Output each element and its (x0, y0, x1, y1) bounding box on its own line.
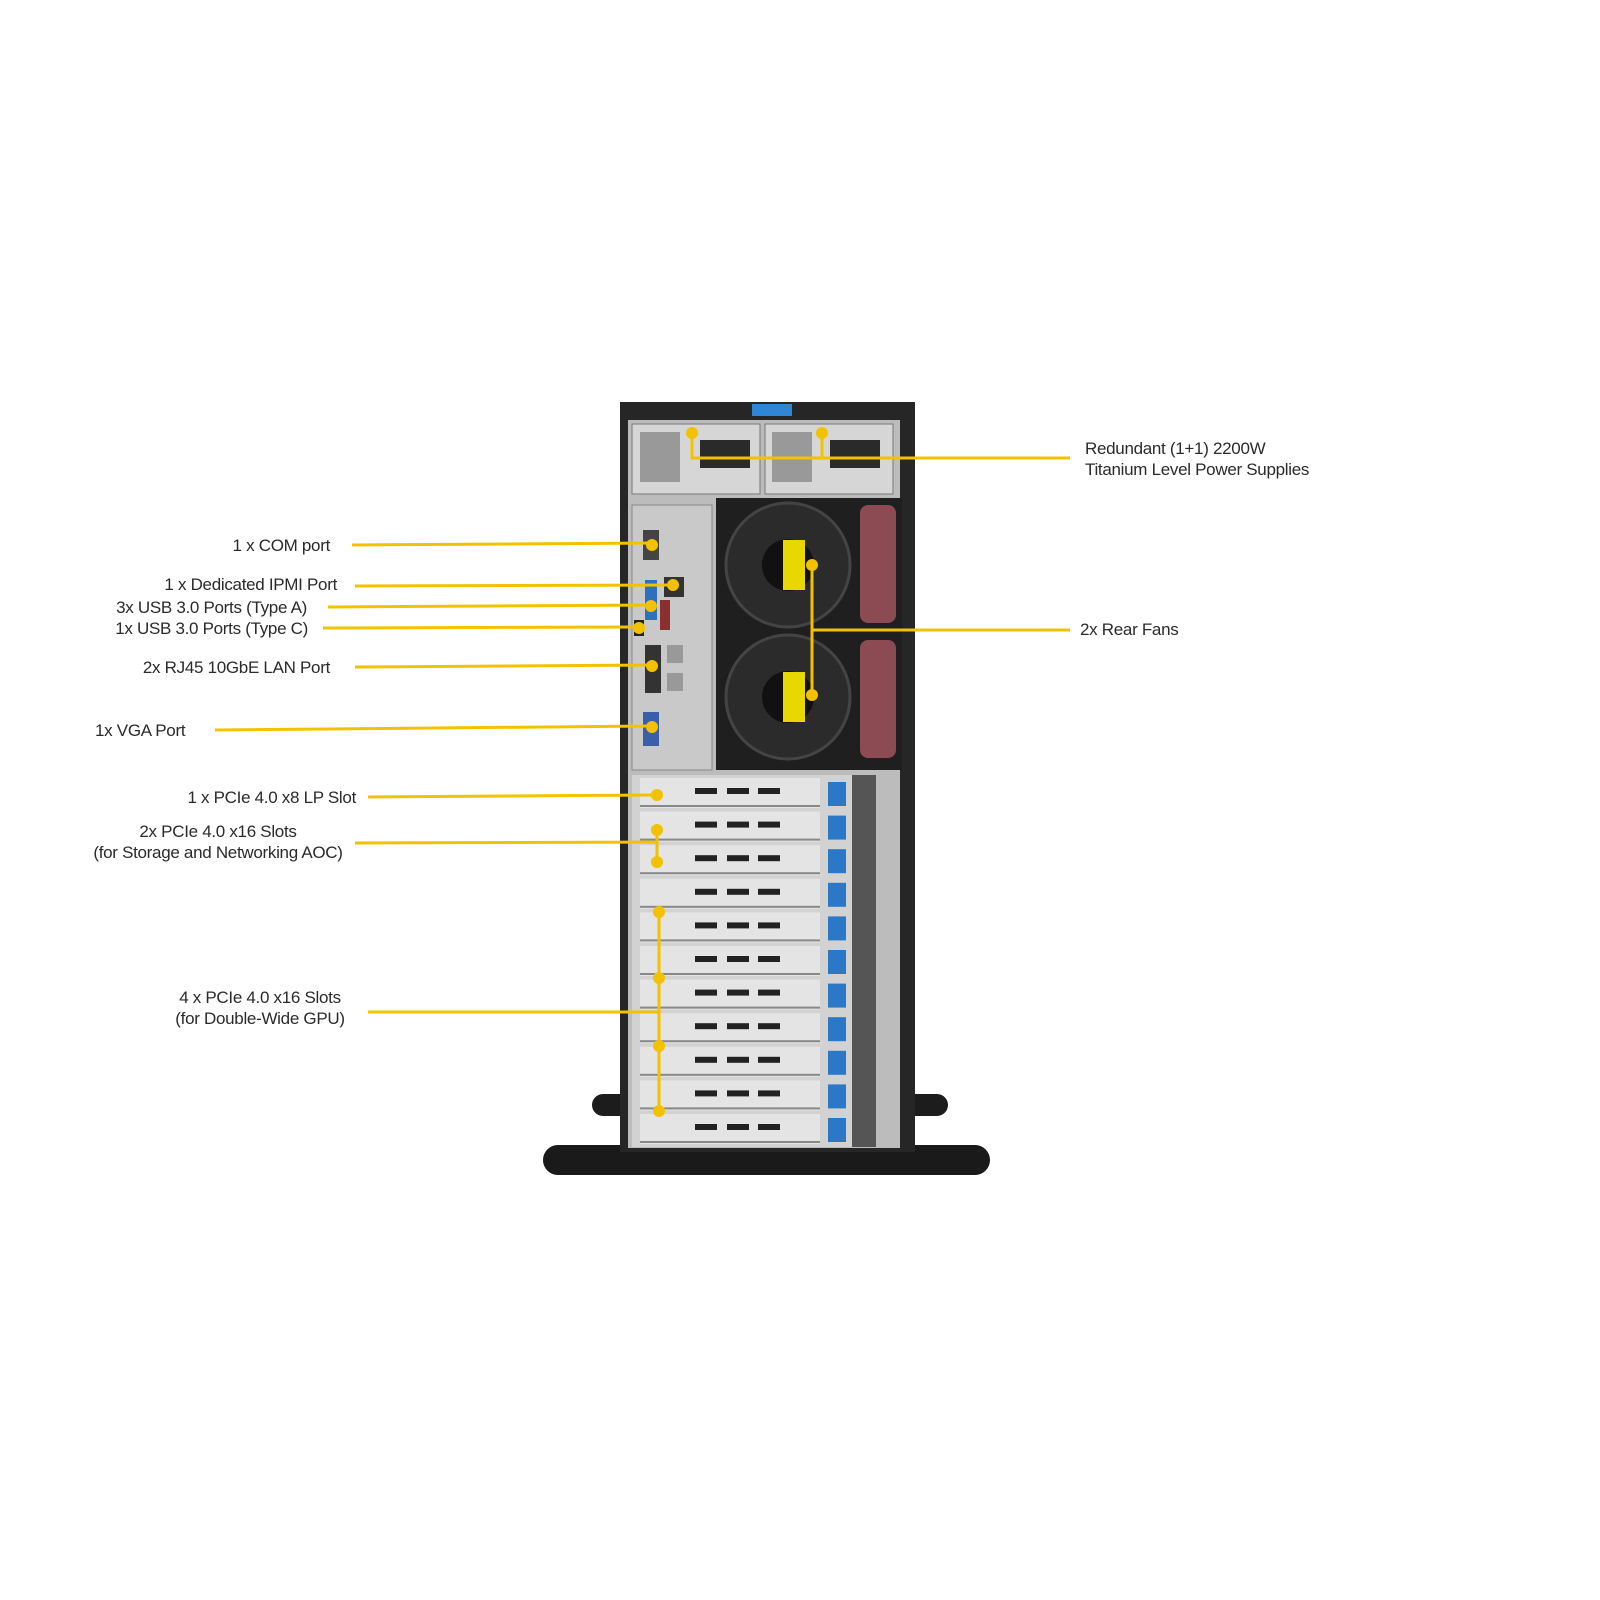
psu-callout-line (690, 433, 1070, 460)
slot-latch (828, 1050, 846, 1075)
ipmi-label: 1 x Dedicated IPMI Port (164, 575, 337, 594)
pcie-gpu-label-line2: (for Double-Wide GPU) (175, 1009, 345, 1028)
lan-callout-line (354, 663, 653, 669)
base-foot (543, 1145, 990, 1175)
usb-a-callout-line (327, 603, 652, 609)
slot-latch (828, 782, 846, 806)
pcie-slots (632, 775, 852, 1147)
slot-latch (828, 849, 846, 874)
slot-latch (828, 950, 846, 974)
vga-label: 1x VGA Port (95, 721, 186, 740)
slot-latch (828, 983, 846, 1008)
slot-latch (828, 1084, 846, 1109)
pcie-x8-callout-line (367, 793, 658, 799)
usb-c-label: 1x USB 3.0 Ports (Type C) (115, 619, 308, 638)
psu-label: Redundant (1+1) 2200W Titanium Level Pow… (1085, 438, 1309, 480)
fans-label: 2x Rear Fans (1080, 620, 1179, 639)
pcie-x8-label: 1 x PCIe 4.0 x8 LP Slot (187, 788, 356, 807)
pcie-gpu-label: 4 x PCIe 4.0 x16 Slots (for Double-Wide … (160, 987, 360, 1029)
pcie-aoc-label: 2x PCIe 4.0 x16 Slots (for Storage and N… (78, 821, 358, 863)
pcie-aoc-label-line2: (for Storage and Networking AOC) (93, 843, 343, 862)
com-callout-line (351, 541, 653, 547)
psu-label-line2: Titanium Level Power Supplies (1085, 460, 1310, 479)
usb-a-label: 3x USB 3.0 Ports (Type A) (116, 598, 307, 617)
ipmi-callout-line (354, 583, 674, 588)
io-panel (631, 504, 713, 771)
usb-c-callout-line (322, 625, 640, 630)
psu-label-line1: Redundant (1+1) 2200W (1085, 439, 1266, 458)
slot-latch (828, 1118, 846, 1142)
pcie-aoc-callout-line (354, 840, 658, 845)
slot-latch (828, 882, 846, 907)
top-blue-latch (752, 404, 792, 416)
slot-latch (828, 1017, 846, 1042)
vga-callout-line (214, 724, 653, 732)
pcie-aoc-label-line1: 2x PCIe 4.0 x16 Slots (139, 822, 297, 841)
vent-strip (852, 775, 876, 1147)
slot-latch (828, 916, 846, 941)
pcie-gpu-label-line1: 4 x PCIe 4.0 x16 Slots (179, 988, 341, 1007)
com-label: 1 x COM port (232, 536, 331, 555)
rear-fans (716, 498, 902, 770)
callout-dots (633, 427, 828, 1117)
slot-latch (828, 815, 846, 840)
lan-label: 2x RJ45 10GbE LAN Port (142, 658, 330, 677)
